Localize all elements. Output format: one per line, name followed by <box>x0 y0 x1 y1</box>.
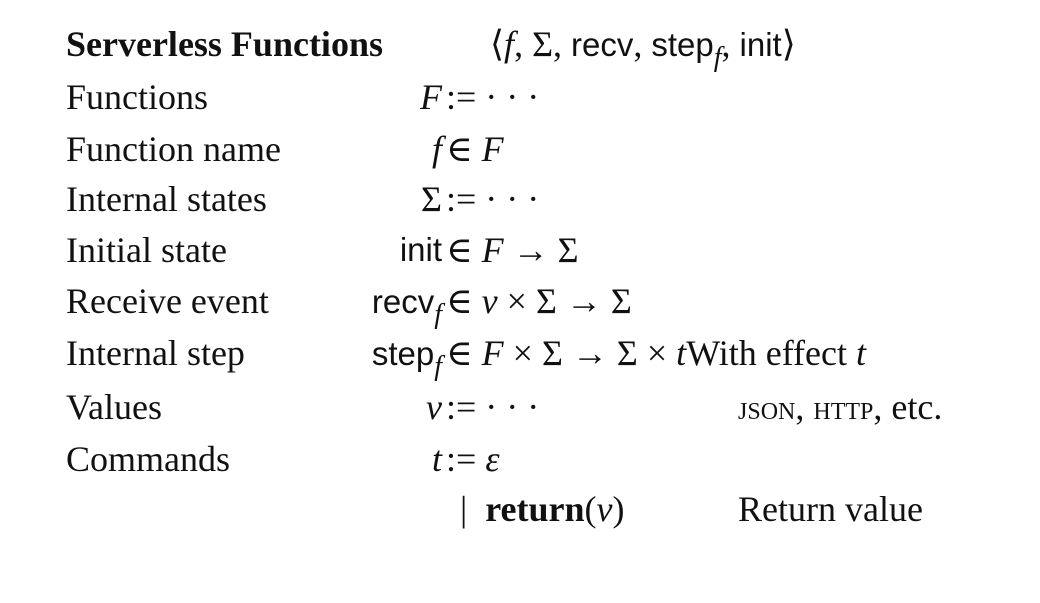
row-lhs: v <box>426 387 442 427</box>
grammar-row-return: | return(v) Return value <box>0 483 1040 535</box>
row-label: Internal states <box>66 179 267 219</box>
grammar-row-function-name: Function name f ∈ F <box>0 123 1040 175</box>
row-lhs: Σ <box>421 179 442 219</box>
row-lhs: recvf <box>371 283 442 330</box>
row-lhs: init <box>399 231 442 268</box>
row-rhs: ∈ v × Σ → Σ <box>446 281 632 321</box>
row-lhs: f <box>431 129 442 169</box>
row-note: json, http, etc. <box>738 387 943 427</box>
row-lhs: F <box>420 77 442 117</box>
row-label: Values <box>66 387 162 427</box>
row-rhs: ∈ F <box>446 129 504 169</box>
row-rhs: := · · · <box>446 387 540 427</box>
row-rhs: ∈ F × Σ → Σ × tWith effect t <box>446 333 867 373</box>
row-label: Initial state <box>66 230 227 270</box>
row-label: Functions <box>66 77 209 117</box>
grammar-title: Serverless Functions <box>66 24 383 64</box>
row-lhs: stepf <box>371 335 442 382</box>
row-rhs: | return(v) <box>460 489 625 529</box>
row-rhs: := · · · <box>446 77 540 117</box>
grammar-header: Serverless Functions ⟨f, Σ, recv, stepf,… <box>0 18 1040 73</box>
row-lhs: t <box>431 439 442 479</box>
grammar-row-values: Values v := · · · json, http, etc. <box>0 381 1040 433</box>
row-rhs: ∈ F → Σ <box>446 230 579 270</box>
row-rhs: := · · · <box>446 179 540 219</box>
grammar-row-initial-state: Initial state init ∈ F → Σ <box>0 224 1040 276</box>
row-label: Function name <box>66 129 281 169</box>
grammar-row-internal-states: Internal states Σ := · · · <box>0 173 1040 225</box>
grammar-row-internal-step: Internal step stepf ∈ F × Σ → Σ × tWith … <box>0 327 1040 382</box>
grammar-row-commands: Commands t := ε <box>0 433 1040 485</box>
row-label: Receive event <box>66 281 269 321</box>
row-label: Internal step <box>66 333 245 373</box>
row-rhs: := ε <box>446 439 500 479</box>
row-label: Commands <box>66 439 231 479</box>
grammar-row-functions: Functions F := · · · <box>0 71 1040 123</box>
signature-tuple: ⟨f, Σ, recv, stepf, init⟩ <box>490 24 796 73</box>
row-note: Return value <box>738 489 923 529</box>
grammar-row-receive-event: Receive event recvf ∈ v × Σ → Σ <box>0 275 1040 330</box>
